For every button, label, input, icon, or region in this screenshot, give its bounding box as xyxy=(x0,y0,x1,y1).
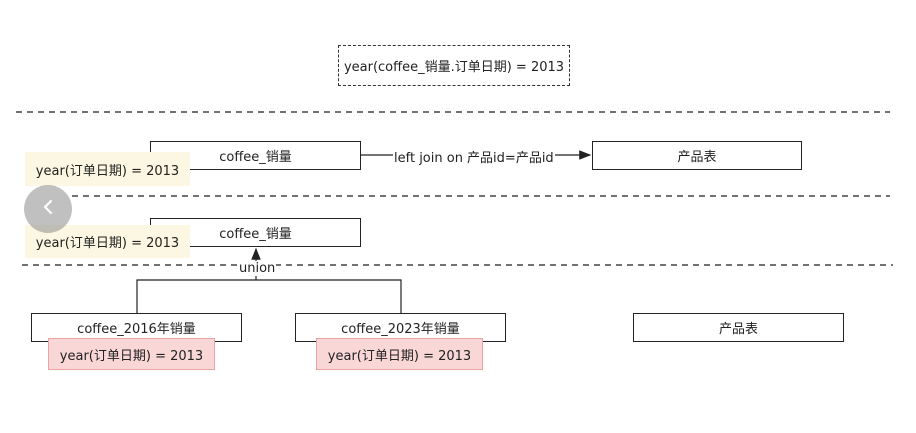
chevron-left-icon xyxy=(38,197,58,221)
back-button[interactable] xyxy=(24,185,72,233)
level1-coffee-sales-label: coffee_销量 xyxy=(219,150,292,165)
level2-filter-text: year(订单日期) = 2013 xyxy=(35,236,180,251)
top-filter-box: year(coffee_销量.订单日期) = 2013 xyxy=(338,45,570,86)
filter-2023-tag: year(订单日期) = 2013 xyxy=(316,338,483,370)
coffee-2016-label: coffee_2016年销量 xyxy=(77,322,196,337)
filter-2023-text: year(订单日期) = 2013 xyxy=(327,348,472,364)
filter-2016-tag: year(订单日期) = 2013 xyxy=(48,338,215,370)
coffee-2023-label: coffee_2023年销量 xyxy=(341,322,460,337)
level1-product-table-node: 产品表 xyxy=(592,141,802,170)
filter-2016-text: year(订单日期) = 2013 xyxy=(59,348,204,364)
level3-product-table-node: 产品表 xyxy=(633,313,844,342)
join-label: left join on 产品id=产品id xyxy=(393,147,555,166)
level3-product-table-label: 产品表 xyxy=(718,322,758,337)
coffee-2023-node: coffee_2023年销量 xyxy=(295,313,506,342)
level1-product-table-label: 产品表 xyxy=(677,150,717,165)
level1-filter-tag: year(订单日期) = 2013 xyxy=(25,152,190,186)
union-connector xyxy=(136,279,402,313)
level2-coffee-sales-label: coffee_销量 xyxy=(219,227,292,242)
union-label: union xyxy=(238,261,277,276)
coffee-2016-node: coffee_2016年销量 xyxy=(31,313,242,342)
top-filter-text: year(coffee_销量.订单日期) = 2013 xyxy=(343,60,565,75)
level1-filter-text: year(订单日期) = 2013 xyxy=(35,163,180,179)
